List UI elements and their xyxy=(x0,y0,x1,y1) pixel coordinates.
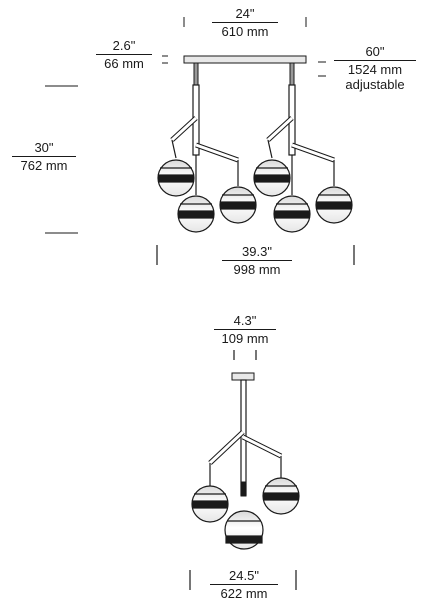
dimension-metric: 622 mm xyxy=(210,584,278,601)
globe xyxy=(315,186,353,224)
multi-fixture-height-label: 30" 762 mm xyxy=(12,140,76,173)
single-canopy xyxy=(231,372,255,381)
dimension-imperial: 24" xyxy=(235,6,255,21)
dimension-metric: 762 mm xyxy=(12,156,76,173)
globe xyxy=(273,195,311,233)
globe xyxy=(262,477,300,515)
globe xyxy=(177,195,215,233)
dimension-imperial: 24.5" xyxy=(229,568,259,583)
dimension-metric: 610 mm xyxy=(212,22,278,39)
globe xyxy=(219,186,257,224)
dimension-imperial: 60" xyxy=(365,44,385,59)
multi-fixture xyxy=(45,17,355,265)
dimension-imperial: 4.3" xyxy=(233,313,257,328)
multi-canopy-height-label: 2.6" 66 mm xyxy=(96,38,152,71)
multi-cable-length-label: 60" 1524 mm adjustable xyxy=(334,44,416,92)
multi-canopy xyxy=(183,55,307,64)
dimension-imperial: 2.6" xyxy=(112,38,136,53)
dimension-metric: 998 mm xyxy=(222,260,292,277)
single-fixture xyxy=(189,350,300,590)
globe xyxy=(253,159,291,197)
dimension-metric: 109 mm xyxy=(214,329,276,346)
multi-canopy-width-label: 24" 610 mm xyxy=(212,6,278,39)
single-overall-width-label: 24.5" 622 mm xyxy=(210,568,278,601)
globe xyxy=(224,510,264,550)
single-canopy-width-label: 4.3" 109 mm xyxy=(214,313,276,346)
multi-overall-width-label: 39.3" 998 mm xyxy=(222,244,292,277)
globe xyxy=(191,485,229,523)
globe xyxy=(157,159,195,197)
dimension-metric: 1524 mm xyxy=(334,60,416,77)
dimension-imperial: 39.3" xyxy=(242,244,272,259)
dimension-metric: 66 mm xyxy=(96,54,152,71)
dimension-note: adjustable xyxy=(345,77,405,92)
dimension-imperial: 30" xyxy=(34,140,54,155)
